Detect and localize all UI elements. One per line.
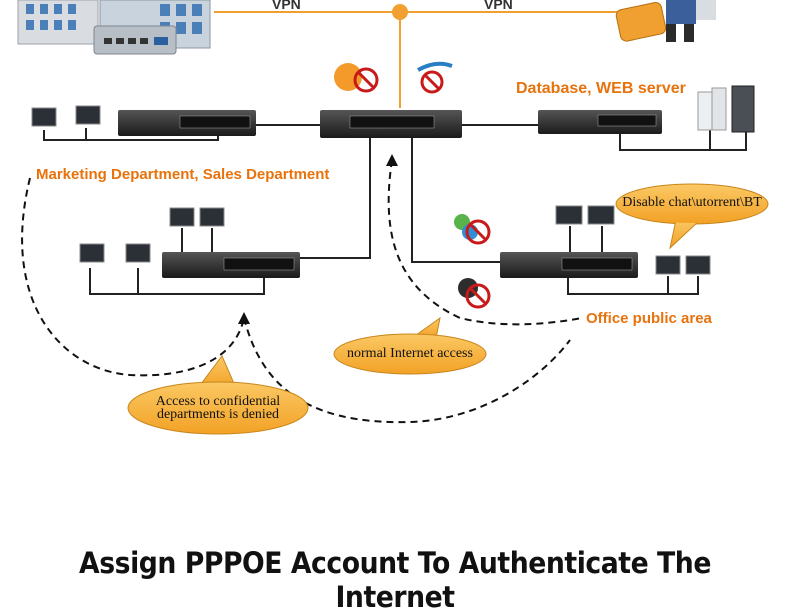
page-caption: Assign PPPOE Account To Authenticate The… [79,546,711,614]
arrow-heads [238,154,398,324]
vpn-label-right: VPN [484,0,513,12]
traveler-icon [615,0,716,42]
server-icons [697,85,755,133]
denied-callout-line1: Access to confidential [155,394,281,409]
office-building-icon [17,0,211,49]
network-diagram [17,0,769,435]
mini-router-icon [93,25,177,55]
normal-access-callout-bubble [333,316,487,375]
blocked-bt-icon [458,278,491,309]
core-switch-icon [320,110,462,138]
normal-access-callout-text: normal Internet access [347,346,473,361]
denied-callout-bubble [127,355,309,435]
blocked-utorrent-icon [417,61,453,94]
blocked-chat-icon [454,214,491,245]
office-switch-icon [500,252,638,278]
marketing-label: Marketing Department, Sales Department [36,166,330,183]
office-area-label: Office public area [586,310,712,327]
denied-callout-line2: departments is denied [156,407,280,422]
blocked-browser-icon [334,63,379,93]
mid-switch-icon [162,252,300,278]
computer-monitor-icons [31,105,711,275]
database-label: Database, WEB server [516,80,686,97]
vpn-label-left: VPN [272,0,301,12]
network-cables [43,124,747,295]
traffic-flow-arrows [21,159,583,424]
denied-callout-text: Access to confidential departments is de… [140,394,296,422]
marketing-switch-icon [118,110,256,136]
disable-callout-bubble [615,183,769,250]
disable-callout-text: Disable chat\utorrent\BT [622,195,762,210]
vpn-link [214,4,620,108]
server-switch-icon [538,110,662,134]
